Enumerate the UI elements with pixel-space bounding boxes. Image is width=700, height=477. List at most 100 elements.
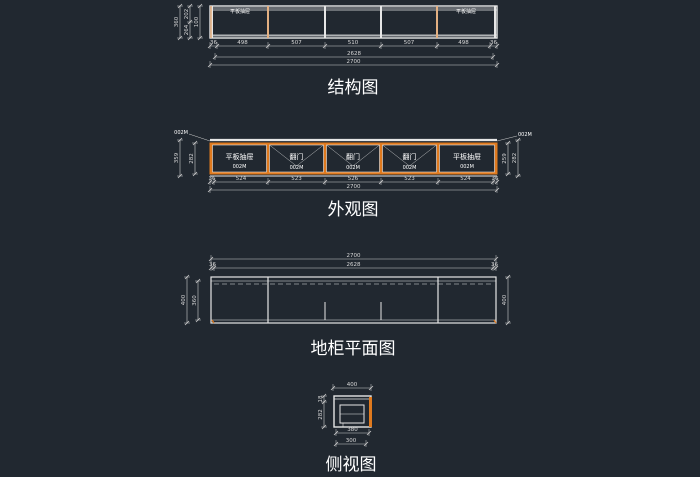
front-panel [212,144,267,173]
front-segment-dim-tick [322,179,328,185]
front-segment-dim-tick [490,179,496,185]
structure-height-base-tick [197,35,203,41]
front-door-swing-line [382,144,410,167]
plan-depth-right-tick [505,274,511,280]
front-outer-total-tick [207,187,213,193]
plan-depth-outer-tick [184,274,190,280]
structure-height-inner-label: 202 [184,9,190,20]
front-corner-code-left: 002M [174,130,188,136]
structure-height-outer-tick [177,35,183,41]
side-height-dim-tick [321,424,327,430]
structure-outer-frame [209,5,498,39]
structure-segment-dim-tick [487,43,493,49]
front-panel-code: 002M [290,165,304,171]
structure-segment-dim-label: 36 [490,40,497,46]
structure-segment-dim-tick [434,43,440,49]
front-segment-dim-label: 524 [236,176,247,182]
structure-height-inner-tick [187,3,193,9]
structure-inner-frame [211,7,496,37]
structure-segment-dim-tick [265,43,271,49]
side-bottom-inner-tick [333,430,339,436]
front-panel-code: 002M [403,165,417,171]
side-bottom-outer-label: 300 [346,438,357,444]
front-segment-dim-label: 36 [209,176,216,182]
plan-inner-total-tick [211,265,217,271]
front-outer-total-tick [494,187,500,193]
structure-outer-total-tick [207,62,213,68]
front-segment-dim-tick [494,179,500,185]
side-height-dim-label: 282 [318,409,324,420]
front-door-swing-line [296,144,324,167]
structure-segment-dim-label: 498 [458,40,469,46]
front-height-inner-right-tick [505,140,511,146]
structure-height-inner-label: 264 [184,24,190,35]
front-door-swing-line [409,144,437,167]
front-segment-dim-label: 526 [348,176,359,182]
side-height-dim-tick [321,393,327,399]
front-door-label: 翻门 [290,152,304,161]
plan-outer-total-tick [208,256,214,262]
plan-inner-total-tick [208,265,214,271]
plan-depth-inner-tick [195,278,201,284]
front-panel [382,144,437,173]
plan-inner-total-label: 36 [209,262,216,268]
front-drawer-label: 平板抽屉 [453,152,481,161]
plan-outer-total-label: 2700 [347,253,361,259]
front-segment-dim-tick [378,179,384,185]
structure-outer-total-label: 2700 [347,59,361,65]
structure-height-outer-label: 360 [174,16,180,27]
front-panel-code: 002M [346,165,360,171]
plan-depth-right-label: 400 [502,294,508,305]
structure-inner-total-label: 2628 [347,51,361,57]
plan-depth-outer-label: 400 [181,294,187,305]
plan-inner-total-label: 36 [491,262,498,268]
structure-height-inner-tick [187,35,193,41]
side-height-dim-label: 18 [318,395,324,402]
front-panel [269,144,324,173]
structure-segment-dim-label: 498 [237,40,248,46]
front-segment-dim-label: 523 [291,176,302,182]
side-door-panel [369,397,372,427]
structure-segment-dim-label: 510 [348,40,359,46]
structure-view-caption: 结构图 [328,78,379,98]
side-bottom-outer-tick [363,441,369,447]
structure-height-outer-tick [177,3,183,9]
front-drawer-label: 平板抽屉 [226,152,254,161]
plan-depth-outer-tick [184,320,190,326]
front-door-swing-line [326,144,354,167]
side-bottom-inner-label: 380 [347,427,358,433]
plan-depth-inner-label: 360 [192,295,198,306]
structure-height-base-label: 100 [194,16,200,27]
side-height-dim-tick [321,399,327,405]
front-height-outer-left-label: 359 [174,152,180,163]
side-view-caption: 侧视图 [326,455,377,475]
structure-inner-total-tick [212,54,218,60]
front-segment-dim-tick [265,179,271,185]
front-panel [439,144,495,173]
structure-outer-total-tick [494,62,500,68]
side-top-dim-tick [368,385,374,391]
structure-segment-dim-label: 507 [404,40,415,46]
front-door-label: 翻门 [346,152,360,161]
front-panel-code: 002M [460,164,474,170]
front-height-outer-right-tick [515,173,521,179]
plan-view-caption: 地柜平面图 [311,339,396,359]
side-bottom-inner-tick [366,430,372,436]
structure-segment-dim-tick [214,43,220,49]
front-segment-dim-tick [211,179,217,185]
front-door-swing-line [352,144,380,167]
structure-top-label-right: 平板抽屉 [456,8,476,15]
structure-segment-dim-tick [494,43,500,49]
front-height-inner-right-tick [505,171,511,177]
plan-accent-corner [493,319,497,324]
structure-inner-total-tick [490,54,496,60]
front-segment-dim-tick [207,179,213,185]
plan-inner-total-tick [493,265,499,271]
front-panel-code: 002M [233,164,247,170]
structure-segment-dim-tick [207,43,213,49]
structure-height-base-tick [197,3,203,9]
front-corner-leader-right [496,135,518,142]
front-segment-dim-label: 524 [460,176,471,182]
front-height-inner-left-label: 282 [189,153,195,164]
structure-top-label-left: 平板抽屉 [230,8,250,15]
